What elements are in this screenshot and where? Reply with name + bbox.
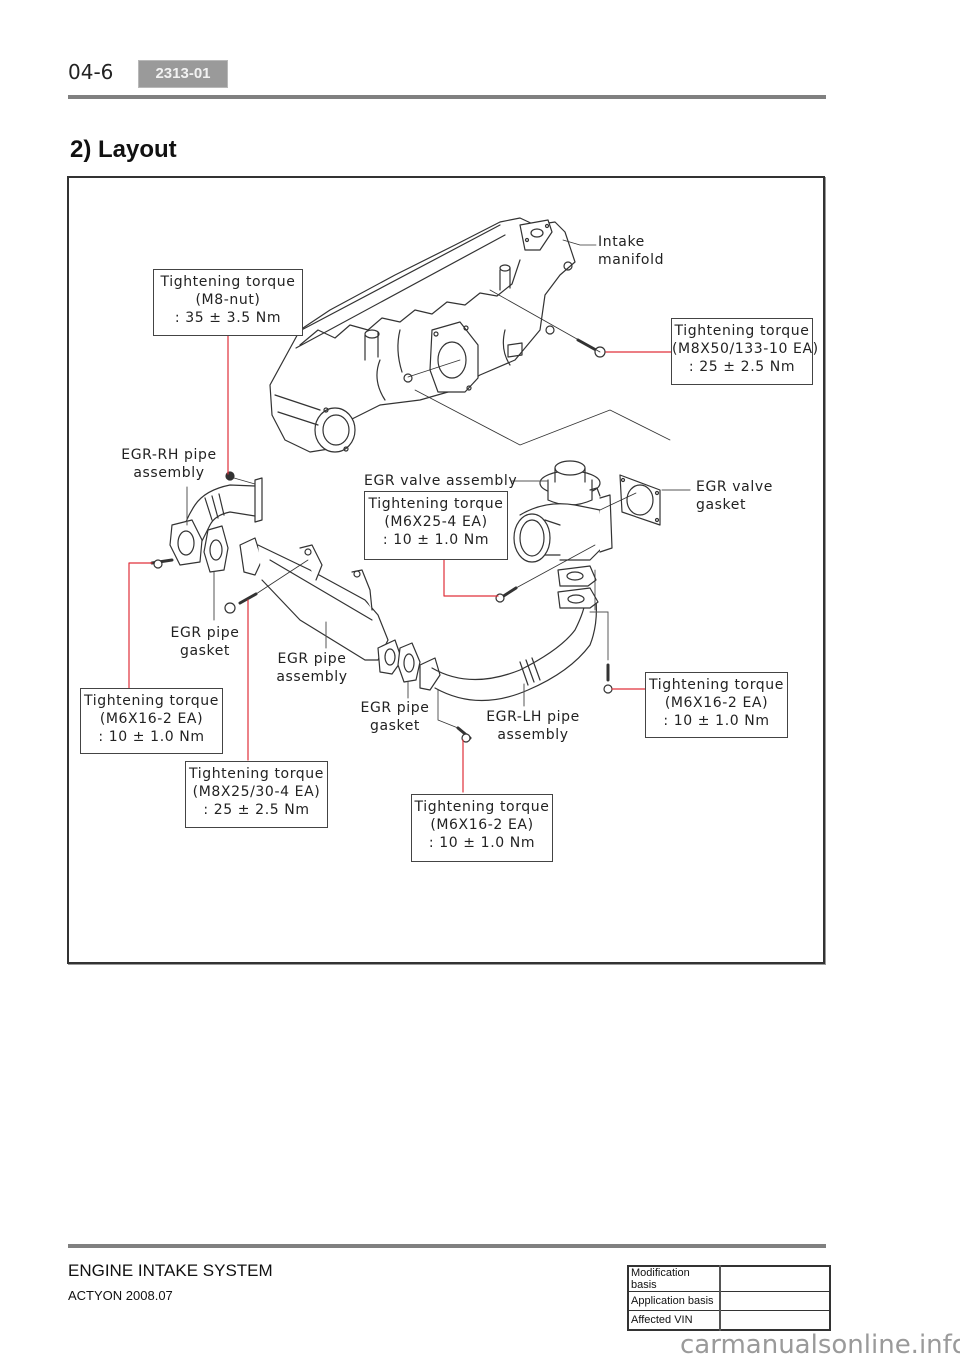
section-code-badge: 2313-01 xyxy=(138,60,228,88)
egr-pipe-gasket-right-drawing xyxy=(397,642,421,683)
label-egr-pipe-assembly: EGR pipe assembly xyxy=(272,650,352,686)
torque-value: : 10 ± 1.0 Nm xyxy=(98,729,205,745)
torque-title: Tightening torque xyxy=(649,677,784,693)
label-line: assembly xyxy=(497,727,569,743)
torque-box-m8x50: Tightening torque (M8X50/133-10 EA) : 25… xyxy=(671,318,819,385)
basis-label: Application basis xyxy=(627,1291,721,1311)
egr-rh-pipe-drawing xyxy=(169,471,263,566)
label-line: gasket xyxy=(369,718,421,734)
label-line: Intake xyxy=(598,234,645,250)
egr-layout-diagram xyxy=(128,217,691,793)
torque-spec: (M8-nut) xyxy=(195,292,261,308)
torque-box-m6x16-bottom: Tightening torque (M6X16-2 EA) : 10 ± 1.… xyxy=(411,794,553,862)
basis-label: Affected VIN xyxy=(627,1310,721,1331)
label-line: manifold xyxy=(598,252,665,268)
label-line: gasket xyxy=(696,497,747,513)
label-line: EGR pipe xyxy=(360,700,430,716)
egr-valve-gasket-drawing xyxy=(599,474,661,526)
label-egr-valve-gasket: EGR valve gasket xyxy=(696,478,773,514)
basis-table: Modification basis Application basis Aff… xyxy=(627,1265,831,1331)
label-line: assembly xyxy=(133,465,205,481)
torque-box-m6x16-left: Tightening torque (M6X16-2 EA) : 10 ± 1.… xyxy=(80,688,223,754)
torque-value: : 25 ± 2.5 Nm xyxy=(688,359,796,375)
torque-spec: (M6X16-2 EA) xyxy=(99,711,204,727)
basis-row: Affected VIN xyxy=(627,1310,831,1331)
label-line: EGR valve assembly xyxy=(364,473,518,489)
footer-model-date: ACTYON 2008.07 xyxy=(68,1288,173,1303)
torque-spec: (M8X25/30-4 EA) xyxy=(192,784,321,800)
label-line: EGR pipe xyxy=(170,625,240,641)
label-line: gasket xyxy=(179,643,231,659)
torque-spec: (M6X16-2 EA) xyxy=(664,695,769,711)
intake-manifold-drawing xyxy=(269,217,576,453)
basis-row: Modification basis xyxy=(627,1265,831,1292)
basis-label: Modification basis xyxy=(627,1265,721,1292)
basis-value xyxy=(719,1310,831,1331)
basis-value xyxy=(719,1265,831,1292)
basis-value xyxy=(719,1291,831,1311)
diagram-frame xyxy=(67,176,825,964)
label-egr-pipe-gasket-left: EGR pipe gasket xyxy=(160,624,250,660)
torque-title: Tightening torque xyxy=(84,693,219,709)
torque-title: Tightening torque xyxy=(674,323,810,339)
torque-value: : 35 ± 3.5 Nm xyxy=(174,310,282,326)
egr-lh-pipe-drawing xyxy=(419,587,599,702)
label-egr-pipe-gasket-right: EGR pipe gasket xyxy=(350,699,440,735)
page-number: 04-6 xyxy=(68,60,114,84)
label-line: EGR-RH pipe xyxy=(121,447,217,463)
egr-pipe-assembly-drawing xyxy=(239,537,403,675)
torque-box-m8-nut: Tightening torque (M8-nut) : 35 ± 3.5 Nm xyxy=(153,269,303,336)
torque-spec: (M6X25-4 EA) xyxy=(384,514,488,530)
torque-box-m6x16-right: Tightening torque (M6X16-2 EA) : 10 ± 1.… xyxy=(645,672,788,738)
torque-value: : 10 ± 1.0 Nm xyxy=(428,835,536,851)
header-divider xyxy=(68,95,826,99)
watermark[interactable]: carmanualsonline.info xyxy=(680,1330,960,1360)
label-egr-rh-pipe-assembly: EGR-RH pipe assembly xyxy=(114,446,224,482)
torque-title: Tightening torque xyxy=(368,496,504,512)
torque-title: Tightening torque xyxy=(414,799,550,815)
torque-value: : 10 ± 1.0 Nm xyxy=(663,713,770,729)
label-line: assembly xyxy=(276,669,348,685)
label-line: EGR-LH pipe xyxy=(486,709,580,725)
label-egr-valve-assembly: EGR valve assembly xyxy=(364,472,517,490)
basis-row: Application basis xyxy=(627,1291,831,1311)
torque-spec: (M6X16-2 EA) xyxy=(430,817,534,833)
label-egr-lh-pipe-assembly: EGR-LH pipe assembly xyxy=(476,708,590,744)
torque-box-m6x25: Tightening torque (M6X25-4 EA) : 10 ± 1.… xyxy=(364,491,508,560)
leader-lines xyxy=(186,480,691,707)
label-line: EGR valve xyxy=(696,479,773,495)
torque-title: Tightening torque xyxy=(189,766,324,782)
torque-value: : 10 ± 1.0 Nm xyxy=(382,532,490,548)
label-intake-manifold: Intake manifold xyxy=(598,233,664,269)
torque-box-m8x25: Tightening torque (M8X25/30-4 EA) : 25 ±… xyxy=(185,761,328,828)
egr-pipe-gasket-left-drawing xyxy=(203,525,229,573)
egr-valve-drawing xyxy=(513,460,613,563)
footer-divider xyxy=(68,1244,826,1248)
label-line: EGR pipe xyxy=(277,651,347,667)
manifold-bolt-drawing xyxy=(576,338,606,358)
footer-chapter-title: ENGINE INTAKE SYSTEM xyxy=(68,1261,273,1280)
section-heading: 2) Layout xyxy=(70,136,177,163)
torque-value: : 25 ± 2.5 Nm xyxy=(203,802,310,818)
torque-title: Tightening torque xyxy=(160,274,296,290)
torque-spec: (M8X50/133-10 EA) xyxy=(672,341,819,357)
callout-lines xyxy=(128,335,673,793)
